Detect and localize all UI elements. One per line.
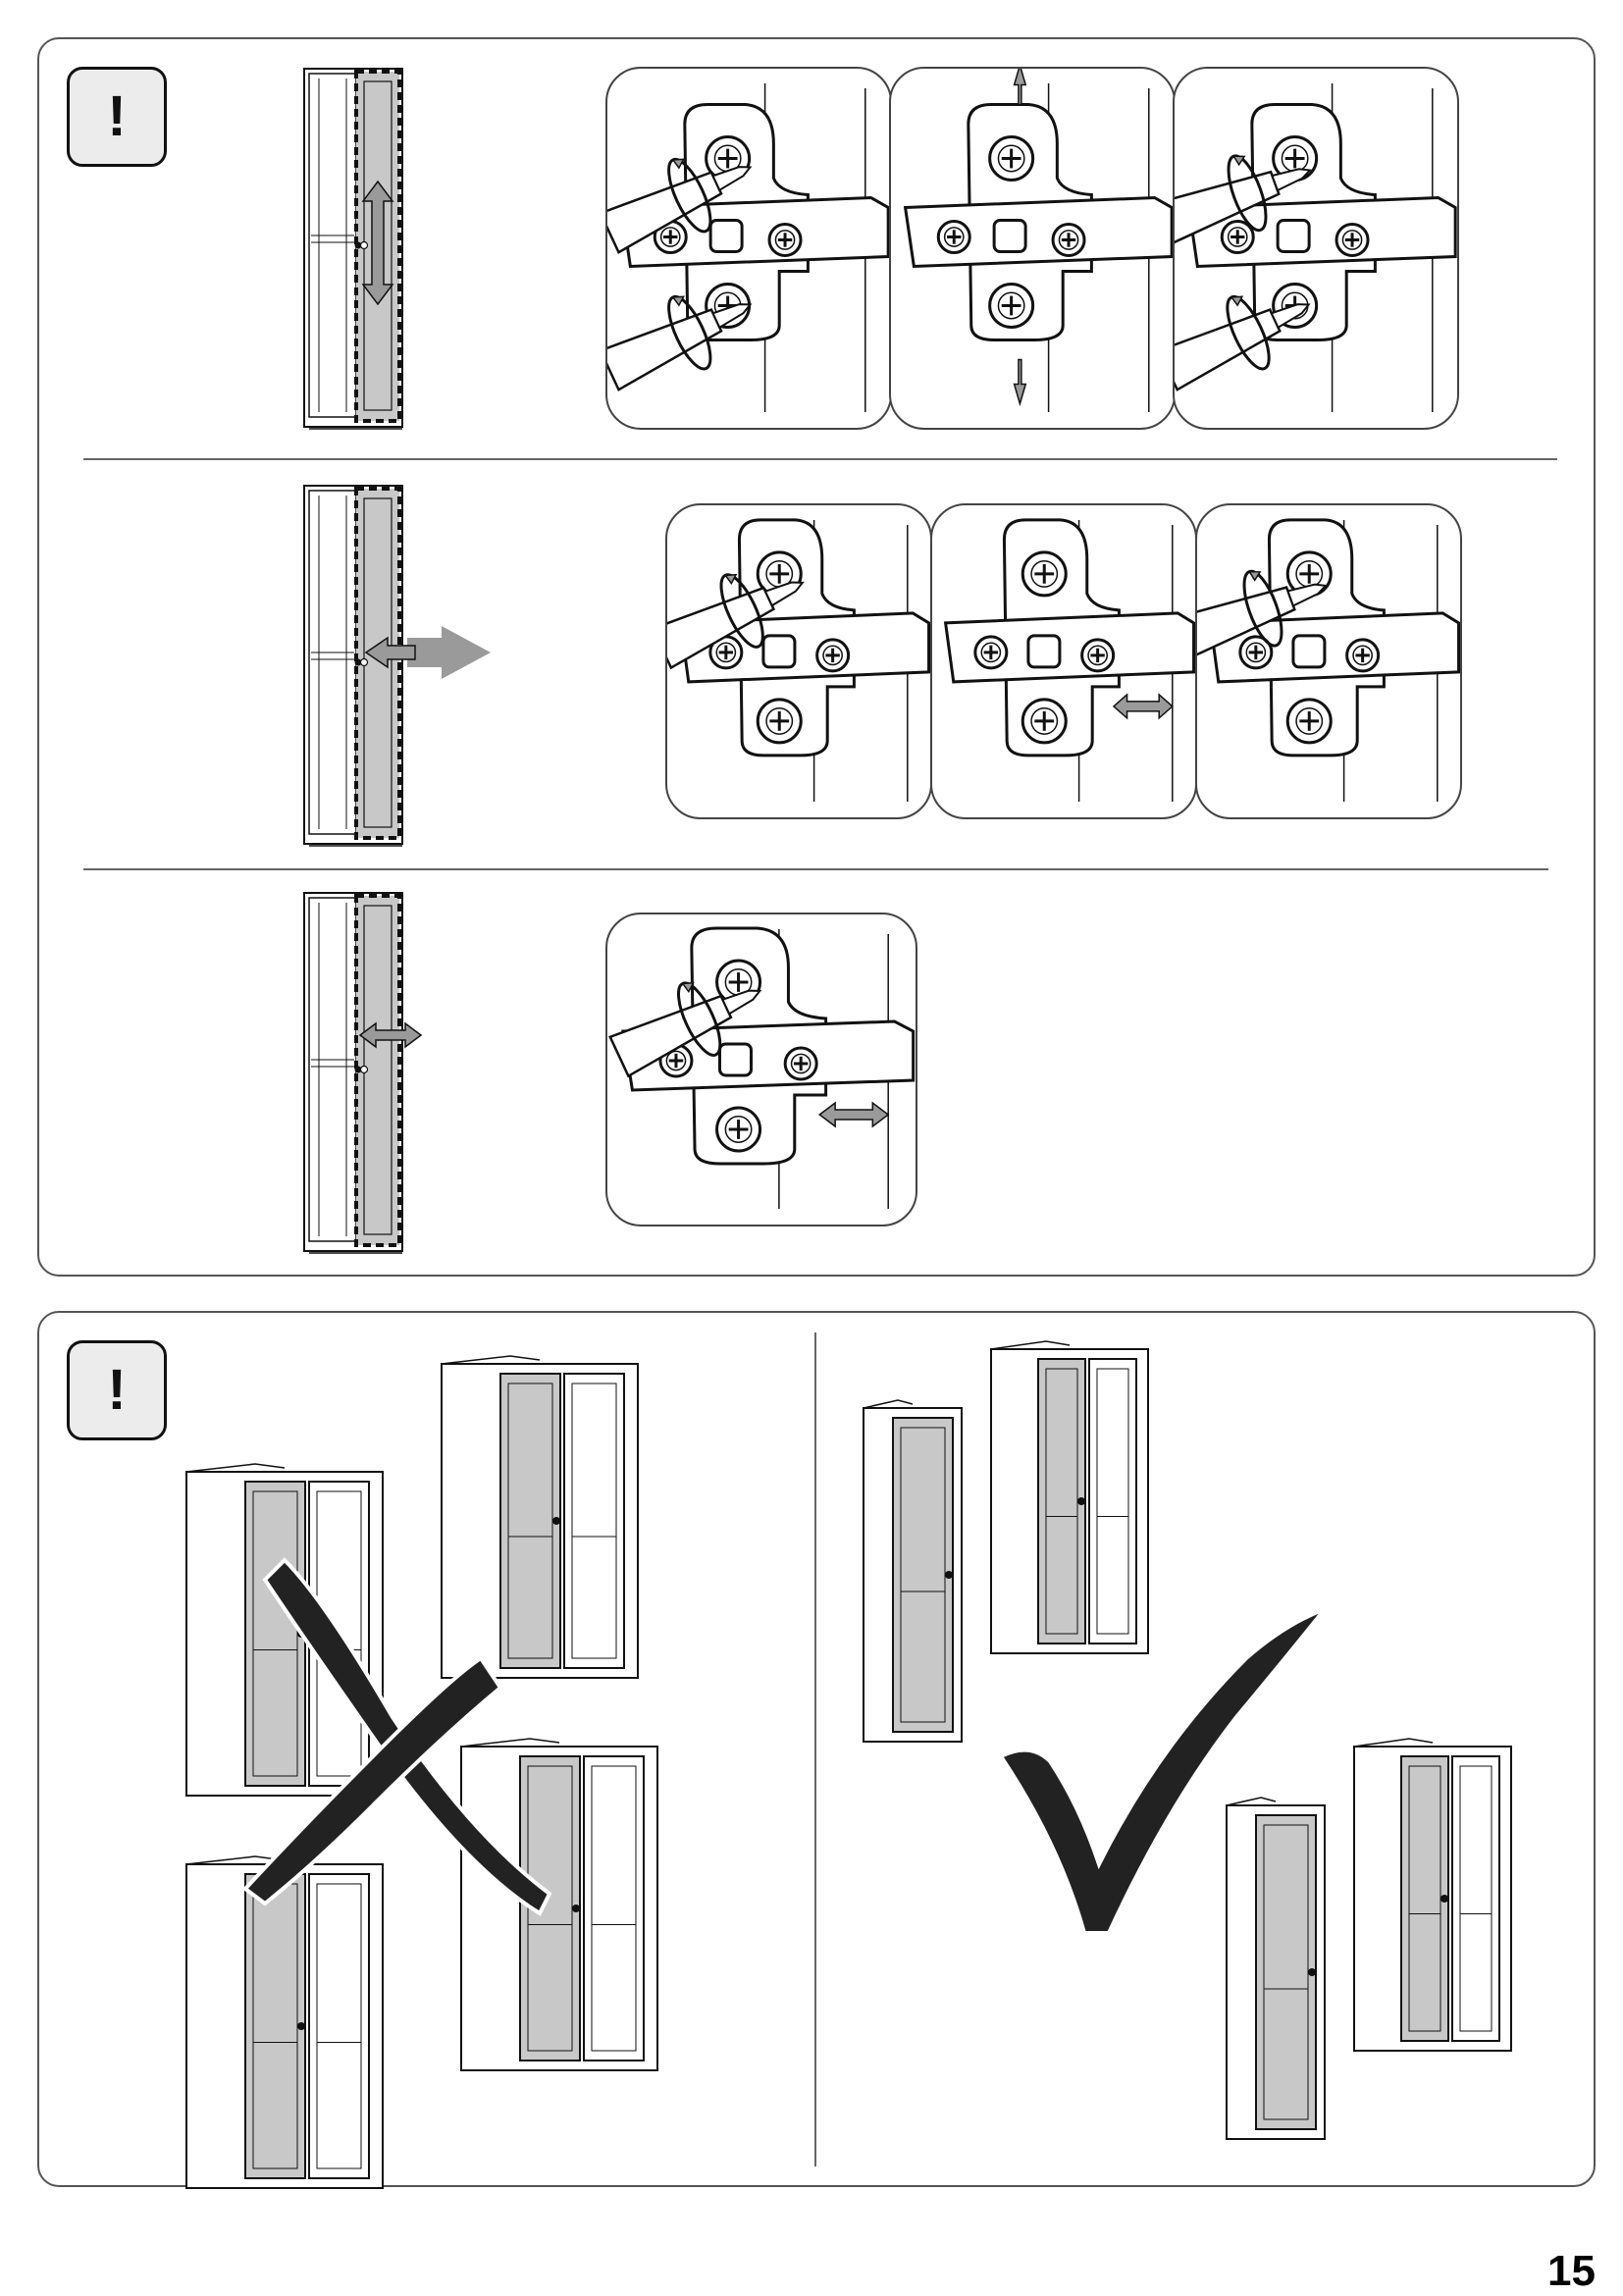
hinge-detail-2b xyxy=(930,503,1197,819)
hinge-adjust-icon xyxy=(903,69,1174,412)
check-mark-icon xyxy=(998,1604,1332,1935)
attention-icon-top: ! xyxy=(67,67,167,167)
wardrobe-lateral-adjust xyxy=(303,892,423,1254)
exclamation-icon: ! xyxy=(107,1358,127,1422)
panel-divider xyxy=(814,1332,816,2166)
hinge-adjust-icon xyxy=(667,518,930,802)
hinge-adjust-icon xyxy=(608,926,916,1209)
step-divider xyxy=(83,458,1557,460)
hinge-adjust-icon xyxy=(1175,83,1457,412)
attention-icon-bottom: ! xyxy=(67,1340,167,1440)
wardrobe-depth-adjust xyxy=(303,485,491,847)
hinge-adjust-icon xyxy=(1197,518,1460,802)
wardrobe-vertical-adjust xyxy=(303,68,403,430)
page-number: 15 xyxy=(1547,2247,1596,2295)
hinge-adjust-icon xyxy=(943,518,1195,802)
hinge-detail-1a xyxy=(605,67,892,430)
exclamation-icon: ! xyxy=(107,84,127,148)
hinge-detail-2c xyxy=(1195,503,1462,819)
hinge-detail-3 xyxy=(605,913,917,1226)
hinge-detail-2a xyxy=(665,503,932,819)
correct-straight-placement xyxy=(863,1340,1512,2140)
incorrect-corner-placement xyxy=(185,1355,658,2189)
hinge-detail-1b xyxy=(889,67,1176,430)
step-divider xyxy=(83,868,1548,870)
hinge-detail-1c xyxy=(1173,67,1459,430)
cross-mark-icon xyxy=(242,1557,552,1916)
hinge-adjust-icon xyxy=(607,83,890,412)
